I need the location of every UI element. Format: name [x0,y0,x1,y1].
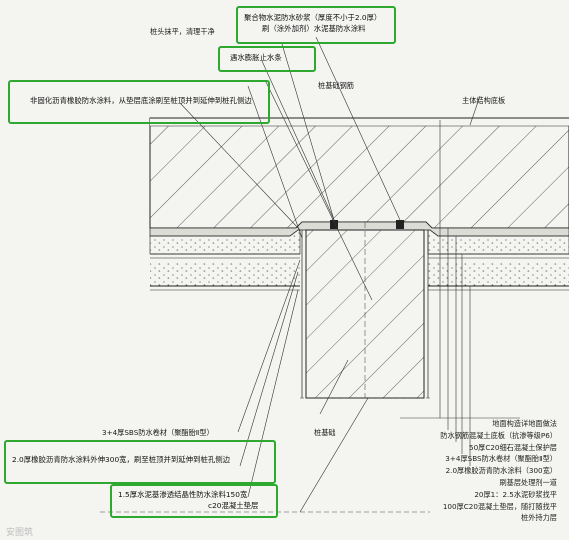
pile-base-label: 桩基础 [314,428,336,437]
pile [300,222,430,399]
sbs-left-label: 3+4厚SBS防水卷材（聚酯胎Ⅱ型） [102,428,214,437]
water-stop-right [396,220,404,229]
highlight-mortar [236,6,396,44]
legend-item: 刷基层处理剂一道 [499,477,557,487]
legend-item: 桩外持力层 [521,513,557,523]
main-slab [149,117,569,229]
highlight-asphalt-coat [8,80,270,124]
legend-leaders [400,120,520,466]
highlight-water-stop [218,46,316,72]
crystal-line1: 1.5厚水泥基渗透结晶性防水涂料150宽 [118,490,248,499]
highlight-coat-300 [4,440,276,484]
pile-head-label: 桩头抹平，清理干净 [150,27,215,36]
mortar-line2: 刷（涂外加剂）水泥基防水涂料 [262,24,366,33]
legend-item: 50厚C20细石混凝土保护层 [469,442,557,452]
leader-lines [179,36,481,513]
legend-item: 20厚1：2.5水泥砂浆找平 [474,489,557,499]
pile-rebar-label: 桩基础钢筋 [318,81,354,90]
watermark: 安图筑 [6,528,34,538]
asphalt-coat-label: 非固化沥青橡胶防水涂料，从垫层底涂刷至桩顶并到延伸到桩孔侧边 [30,96,252,105]
main-slab-label: 主体结构底板 [462,96,506,105]
mortar-line1: 聚合物水泥防水砂浆（厚度不小于2.0厚） [244,13,382,22]
layer-legend: 地面构造详地面做法 防水钢筋混凝土底板（抗渗等级P6） 50厚C20细石混凝土保… [440,418,557,524]
water-stop-label: 遇水膨胀止水条 [230,53,282,62]
crystal-line2: c20混凝土垫层 [208,501,259,510]
legend-item: 100厚C20混凝土垫层，随打随找平 [442,501,557,511]
water-stop-left [330,220,338,229]
highlight-crystal [110,484,278,518]
coat-300-label: 2.0厚橡胶沥青防水涂料外伸300宽，刷至桩顶并到延伸到桩孔侧边 [12,455,231,464]
legend-item: 2.0厚橡胶沥青防水涂料（300宽） [445,466,557,476]
legend-item: 防水钢筋混凝土底板（抗渗等级P6） [440,430,557,440]
legend-item: 3+4厚SBS防水卷材（聚酯胎Ⅱ型） [445,454,557,464]
legend-item: 地面构造详地面做法 [492,419,557,428]
